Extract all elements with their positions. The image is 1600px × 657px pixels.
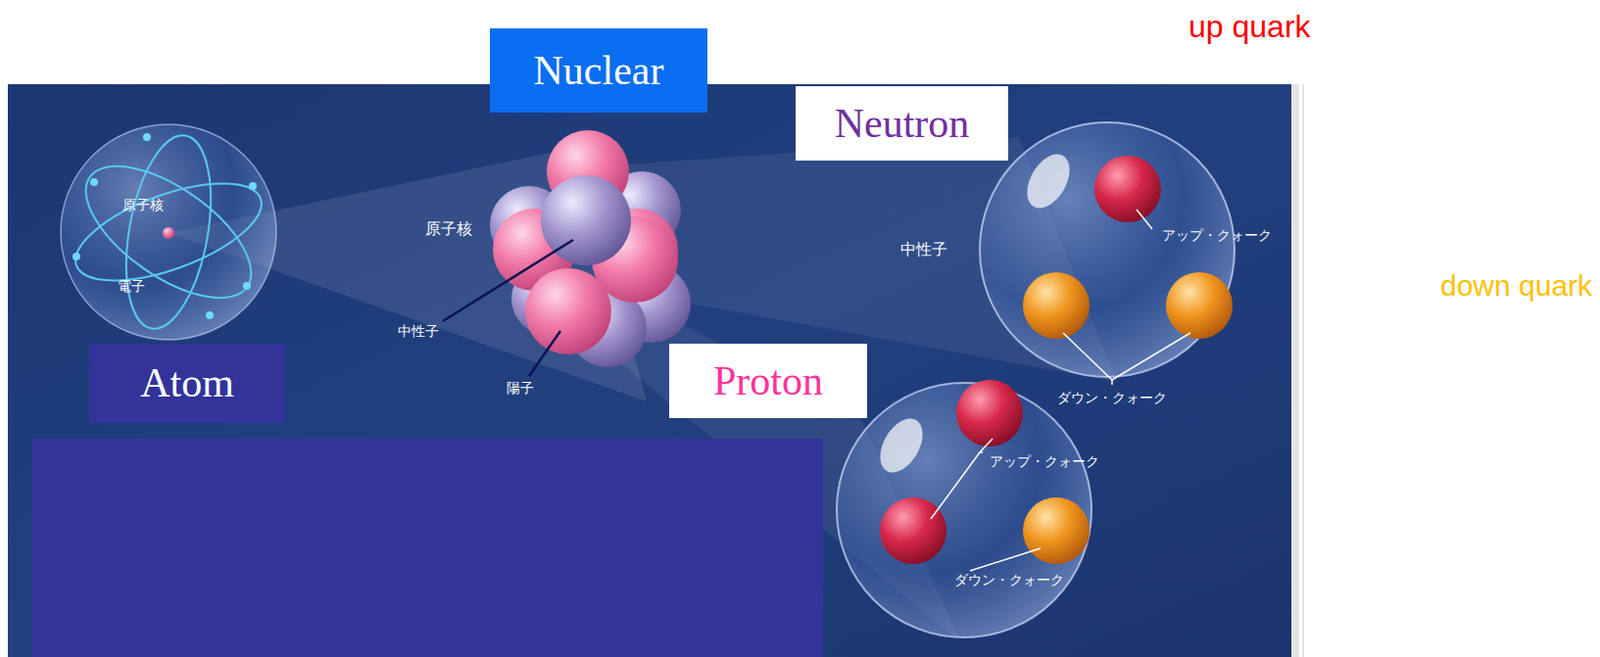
level-label-box: Atom <box>89 343 286 424</box>
quark-name: up quark <box>1188 8 1311 46</box>
particle-label-box: Proton <box>669 343 868 419</box>
part-label: ダウン・クォーク <box>1057 389 1167 406</box>
part-label: 原子核 <box>425 220 473 239</box>
box-text: Proton <box>713 358 824 404</box>
part-label: 電子 <box>117 278 146 294</box>
part-label: 陽子 <box>506 380 534 396</box>
particle-label-box: Neutron <box>795 86 1009 161</box>
part-label: アップ・クォーク <box>989 453 1100 470</box>
part-label: 原子核 <box>122 196 164 213</box>
part-label: アップ・クォーク <box>1162 227 1272 243</box>
part-label: 中性子 <box>397 323 439 340</box>
part-label: ダウン・クォーク <box>954 572 1065 588</box>
box-text: Nuclear <box>533 48 665 94</box>
level-label-box: Nuclear <box>489 28 708 113</box>
box-text: Neutron <box>834 100 970 146</box>
part-label: 中性子 <box>900 241 948 259</box>
quark-name: down quark <box>1440 269 1593 304</box>
box-text: Atom <box>140 360 235 406</box>
